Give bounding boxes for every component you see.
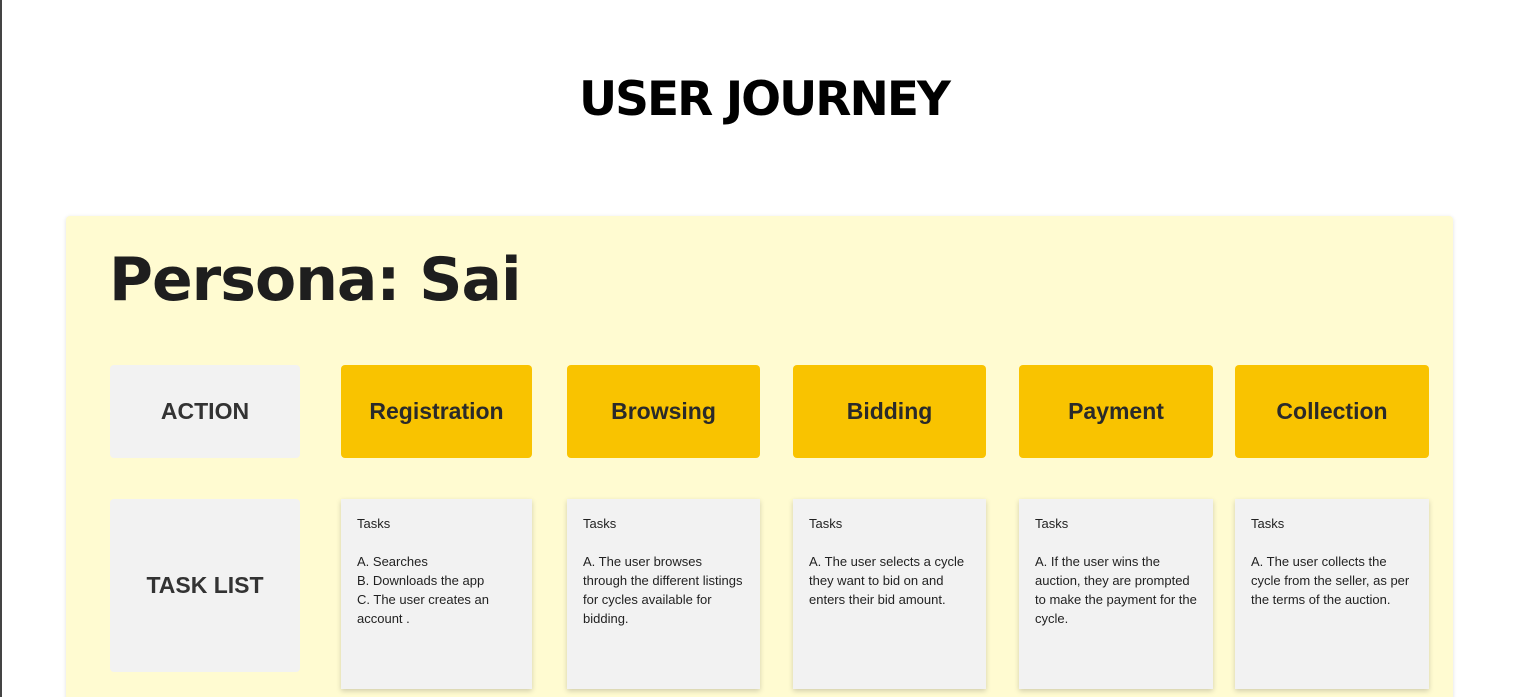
- task-card-heading: Tasks: [1035, 516, 1069, 531]
- task-item: B. Downloads the app: [357, 573, 485, 588]
- task-card-heading: Tasks: [357, 516, 391, 531]
- persona-title: Persona: Sai: [109, 245, 522, 315]
- task-list-row-label: TASK LIST: [110, 499, 300, 672]
- stage-payment: Payment: [1019, 365, 1213, 458]
- task-item: C. The user creates an account .: [357, 592, 489, 626]
- task-card-heading: Tasks: [583, 516, 617, 531]
- stage-browsing: Browsing: [567, 365, 760, 458]
- task-item: A. The user selects a cycle they want to…: [809, 554, 965, 607]
- task-card-registration: Tasks A. Searches B. Downloads the app C…: [341, 499, 532, 689]
- task-card-heading: Tasks: [1251, 516, 1285, 531]
- action-row-label: ACTION: [110, 365, 300, 458]
- task-item: A. If the user wins the auction, they ar…: [1035, 554, 1197, 626]
- task-card-payment: Tasks A. If the user wins the auction, t…: [1019, 499, 1213, 689]
- task-card-heading: Tasks: [809, 516, 843, 531]
- page-title: USER JOURNEY: [579, 72, 951, 127]
- task-item: A. Searches: [357, 554, 428, 569]
- stage-collection: Collection: [1235, 365, 1429, 458]
- left-border: [0, 0, 2, 697]
- task-card-collection: Tasks A. The user collects the cycle fro…: [1235, 499, 1429, 689]
- task-item: A. The user browses through the differen…: [583, 554, 743, 626]
- task-card-browsing: Tasks A. The user browses through the di…: [567, 499, 760, 689]
- task-item: A. The user collects the cycle from the …: [1251, 554, 1410, 607]
- stage-registration: Registration: [341, 365, 532, 458]
- stage-bidding: Bidding: [793, 365, 986, 458]
- task-card-bidding: Tasks A. The user selects a cycle they w…: [793, 499, 986, 689]
